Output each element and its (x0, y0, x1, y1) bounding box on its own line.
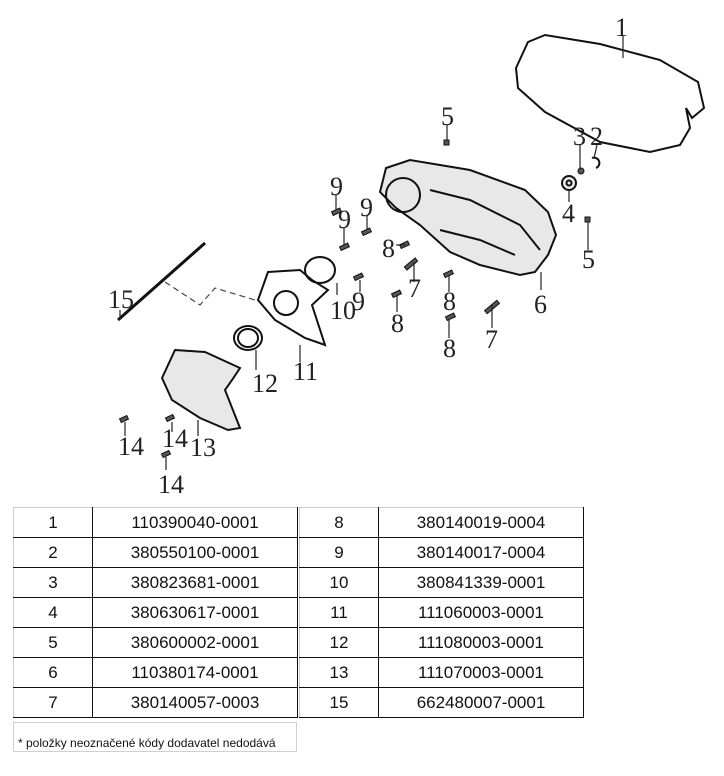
leader-lines (119, 36, 624, 470)
callout-14-b: 14 (162, 424, 188, 453)
callout-15: 15 (108, 285, 134, 314)
callout-9-c: 9 (360, 193, 373, 222)
callout-9-d: 9 (352, 287, 365, 316)
callout-14-c: 14 (158, 470, 184, 499)
callout-13: 13 (190, 433, 216, 462)
part-code: 662480007-0001 (378, 687, 584, 718)
part-15-rod (117, 241, 206, 322)
part-code: 110380174-0001 (92, 657, 298, 688)
part-number: 9 (299, 537, 379, 568)
part-code: 380550100-0001 (92, 537, 298, 568)
part-code: 111060003-0001 (378, 597, 584, 628)
callout-11: 11 (293, 357, 318, 386)
part-code: 111070003-0001 (378, 657, 584, 688)
part-12-seal-ring (233, 325, 263, 351)
footnote: * položky neoznačené kódy dodavatel nedo… (13, 722, 297, 752)
part-code: 380140017-0004 (378, 537, 584, 568)
part-6-bearing-opening (385, 177, 421, 213)
part-number: 6 (13, 657, 93, 688)
part-number: 10 (299, 567, 379, 598)
callout-3: 3 (573, 122, 586, 151)
part-code: 110390040-0001 (92, 507, 298, 538)
part-code: 380140057-0003 (92, 687, 298, 718)
part-code: 380630617-0001 (92, 597, 298, 628)
callout-6: 6 (534, 290, 547, 319)
callout-14-a: 14 (118, 432, 144, 461)
part-code: 380823681-0001 (92, 567, 298, 598)
part-10-o-ring (304, 256, 336, 284)
part-number: 15 (299, 687, 379, 718)
part-11-opening (273, 290, 299, 316)
callout-7-left: 7 (408, 274, 421, 303)
callout-8-b: 8 (391, 309, 404, 338)
bolts (118, 139, 591, 459)
callout-2: 2 (590, 122, 603, 151)
part-code: 380600002-0001 (92, 627, 298, 658)
part-13-guard (160, 348, 242, 432)
callout-9-b: 9 (338, 205, 351, 234)
callout-5-top: 5 (441, 102, 454, 131)
part-11-cover-plate (256, 268, 330, 347)
part-12-seal-ring-inner (237, 328, 259, 348)
part-4-bearing-hole (565, 179, 573, 187)
callout-1: 1 (615, 13, 628, 42)
callout-4: 4 (562, 199, 575, 228)
part-number: 8 (299, 507, 379, 538)
part-code: 380140019-0004 (378, 507, 584, 538)
callout-8-d: 8 (443, 334, 456, 363)
part-15-guide-line (164, 281, 256, 306)
part-number: 13 (299, 657, 379, 688)
callout-9-a: 9 (330, 172, 343, 201)
callout-12: 12 (252, 369, 278, 398)
part-2-circlip (591, 156, 601, 169)
callout-8-c: 8 (443, 287, 456, 316)
callout-5-right: 5 (582, 245, 595, 274)
part-3-nut (577, 167, 585, 175)
part-number: 2 (13, 537, 93, 568)
callout-8-a: 8 (382, 234, 395, 263)
part-number: 5 (13, 627, 93, 658)
part-4-bearing (561, 175, 577, 191)
part-number: 4 (13, 597, 93, 628)
part-number: 1 (13, 507, 93, 538)
part-6-crankcase-cover (378, 158, 558, 277)
callout-7-right: 7 (485, 325, 498, 354)
part-code: 111080003-0001 (378, 627, 584, 658)
part-6-inner-ribs (429, 189, 541, 256)
part-1-gasket (514, 33, 706, 154)
part-code: 380841339-0001 (378, 567, 584, 598)
part-number: 3 (13, 567, 93, 598)
exploded-parts-diagram: 1 2 3 4 5 5 6 7 7 8 8 8 8 9 9 9 9 10 11 … (108, 13, 706, 499)
part-number: 7 (13, 687, 93, 718)
part-number: 12 (299, 627, 379, 658)
part-number: 11 (299, 597, 379, 628)
callout-10: 10 (330, 296, 356, 325)
